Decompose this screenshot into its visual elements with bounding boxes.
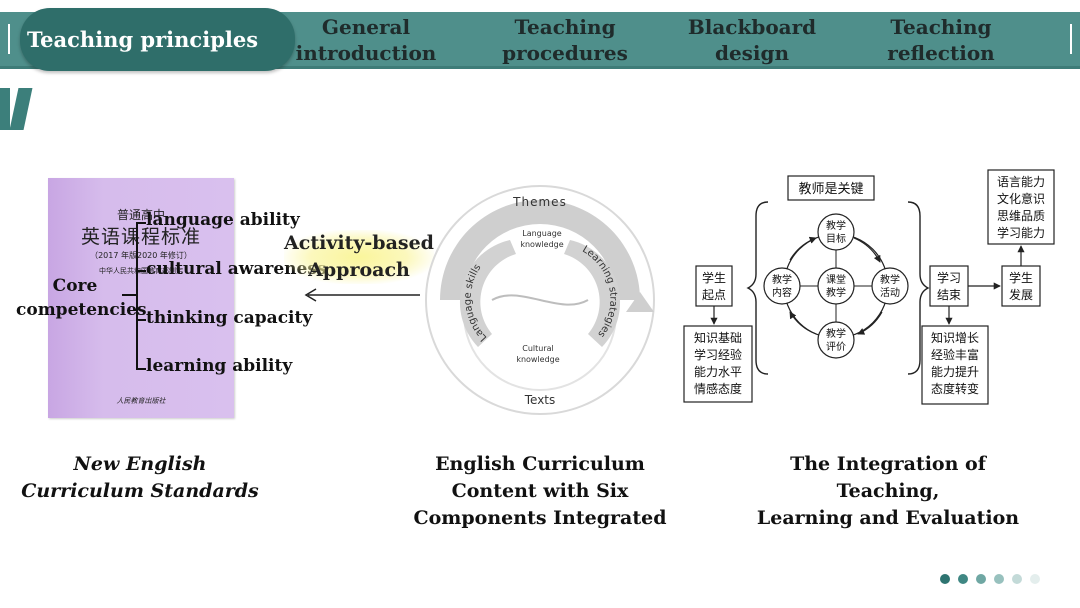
caption-curriculum-content: English Curriculum Content with Six Comp…	[410, 451, 670, 532]
pagination-dot[interactable]	[940, 574, 950, 584]
competency-learning-ability: learning ability	[146, 356, 292, 376]
arrow-left-icon	[300, 285, 424, 305]
tab-teaching-reflection[interactable]: Teaching reflection	[866, 16, 1016, 64]
teacher-key-label: 教师是关键	[798, 181, 863, 197]
tab-general-introduction[interactable]: General introduction	[286, 16, 446, 64]
pagination-dot[interactable]	[958, 574, 968, 584]
nav-right-edge	[1070, 24, 1072, 54]
accent-bar-slanted	[10, 88, 33, 130]
nav-left-edge	[8, 24, 10, 54]
six-components-diagram: Themes Texts Language skills Learning st…	[420, 182, 660, 418]
book-publisher: 人民教育出版社	[48, 396, 234, 406]
activity-based-approach-label: Activity-based Approach	[284, 230, 434, 284]
pagination-dot[interactable]	[1012, 574, 1022, 584]
pagination-dot[interactable]	[1030, 574, 1040, 584]
bracket-tick	[136, 368, 146, 370]
themes-label: Themes	[512, 195, 567, 209]
competency-bracket	[136, 222, 138, 370]
competency-thinking-capacity: thinking capacity	[146, 308, 312, 328]
active-tab-label: Teaching principles	[27, 27, 258, 52]
bracket-tick	[136, 270, 146, 272]
caption-teaching-integration: The Integration of Teaching, Learning an…	[740, 451, 1036, 532]
accent-bar	[0, 88, 10, 130]
integration-flowchart: 教师是关键 学生起点 知识基础学习经验能力水平情感态度 课堂教学 教学目标 教学…	[676, 166, 1062, 416]
tab-teaching-principles[interactable]: Teaching principles	[20, 8, 295, 71]
tab-teaching-procedures[interactable]: Teaching procedures	[490, 16, 640, 64]
bracket-tick	[136, 222, 146, 224]
competency-language-ability: language ability	[146, 210, 300, 230]
texts-label: Texts	[524, 393, 556, 407]
pagination-dot[interactable]	[994, 574, 1004, 584]
tab-blackboard-design[interactable]: Blackboard design	[672, 16, 832, 64]
pagination-dot[interactable]	[976, 574, 986, 584]
core-competencies-label: Core competencies	[16, 274, 134, 322]
divider-wave	[492, 295, 588, 304]
caption-curriculum-standards: New English Curriculum Standards	[20, 451, 260, 505]
